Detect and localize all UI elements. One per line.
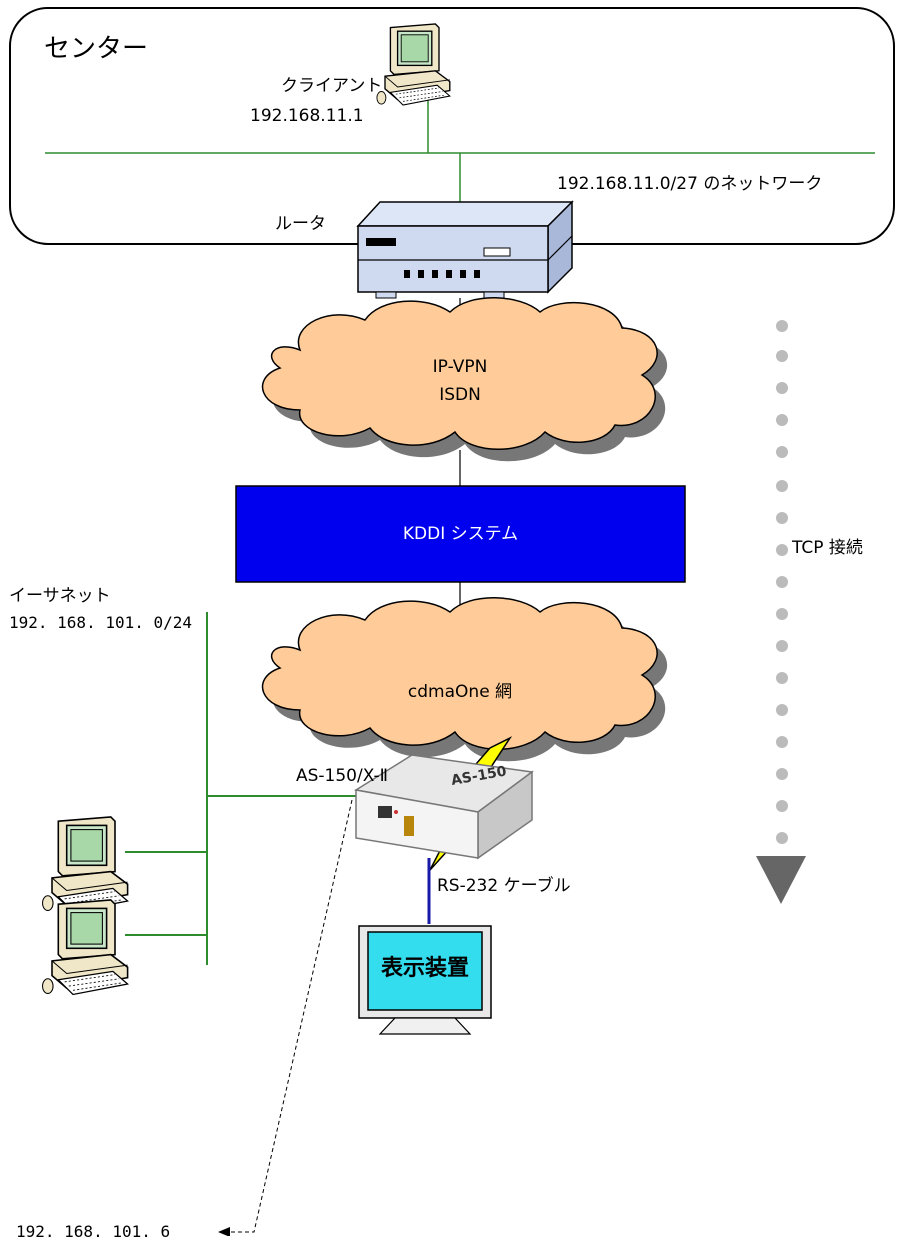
network-label: 192.168.11.0/27 のネットワーク <box>557 174 823 194</box>
client-ip: 192.168.11.1 <box>250 106 364 126</box>
router-icon <box>356 200 574 299</box>
tcp-label: TCP 接続 <box>792 538 863 558</box>
center-title: センター <box>44 34 149 64</box>
cloud-label-isdn: ISDN <box>439 385 481 405</box>
display-device-icon <box>358 925 492 1035</box>
lan-pc-2-icon <box>41 899 129 996</box>
ethernet-subnet: 192. 168. 101. 0/24 <box>9 613 193 632</box>
ethernet-lines <box>125 612 356 965</box>
tcp-connection-indicator <box>776 320 788 844</box>
cable-label: RS-232 ケーブル <box>437 876 571 896</box>
cloud-label-ipvpn: IP-VPN <box>432 357 488 377</box>
kddi-label: KDDI システム <box>402 524 519 544</box>
device-ip-leader <box>226 799 353 1233</box>
device-model-label: AS-150/X-Ⅱ <box>296 766 389 786</box>
device-ip-arrow-icon <box>218 1227 230 1237</box>
display-label: 表示装置 <box>380 956 469 981</box>
kddi-system-box <box>235 485 686 583</box>
client-label: クライアント <box>281 76 383 96</box>
as150-device-icon: AS-150 <box>353 754 534 860</box>
cdmaone-cloud <box>261 597 668 762</box>
ethernet-label: イーサネット <box>9 586 111 606</box>
device-ip: 192. 168. 101. 6 <box>16 1222 171 1241</box>
tcp-arrow-down-icon <box>756 856 806 904</box>
router-label: ルータ <box>275 214 326 234</box>
lan-pc-1-icon <box>41 816 129 913</box>
ip-vpn-cloud <box>261 297 668 462</box>
cdmaone-label: cdmaOne 網 <box>407 682 513 702</box>
